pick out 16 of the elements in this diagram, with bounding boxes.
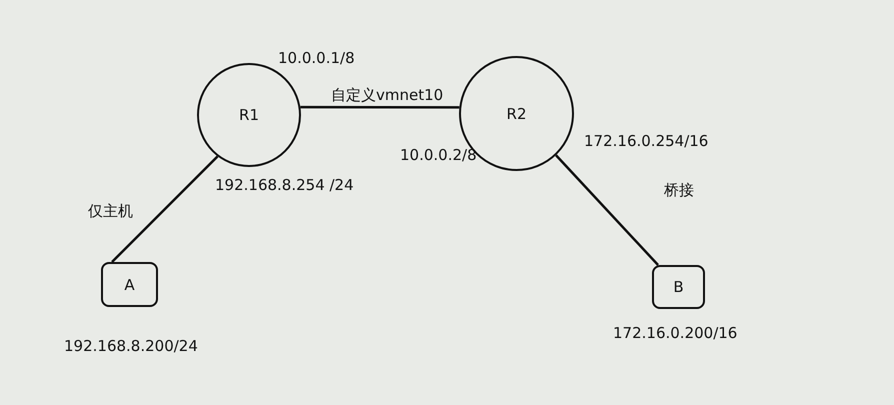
edge-label: 仅主机 bbox=[88, 202, 133, 221]
connection-line bbox=[111, 156, 218, 263]
node-label: R2 bbox=[506, 104, 526, 122]
node-label: B bbox=[673, 278, 684, 296]
edge-label: 桥接 bbox=[664, 181, 694, 200]
address-label: 192.168.8.200/24 bbox=[64, 337, 198, 355]
address-label: 172.16.0.200/16 bbox=[613, 324, 738, 342]
address-label: 172.16.0.254/16 bbox=[584, 132, 708, 150]
address-label: 192.168.8.254 /24 bbox=[215, 176, 354, 194]
address-label: 10.0.0.2/8 bbox=[400, 146, 477, 164]
node-label: R1 bbox=[239, 106, 259, 124]
node-label: A bbox=[124, 276, 135, 294]
edge-label: 自定义vmnet10 bbox=[331, 86, 444, 105]
address-label: 10.0.0.1/8 bbox=[278, 49, 355, 67]
connection-line bbox=[300, 106, 460, 109]
connection-line bbox=[555, 154, 659, 266]
